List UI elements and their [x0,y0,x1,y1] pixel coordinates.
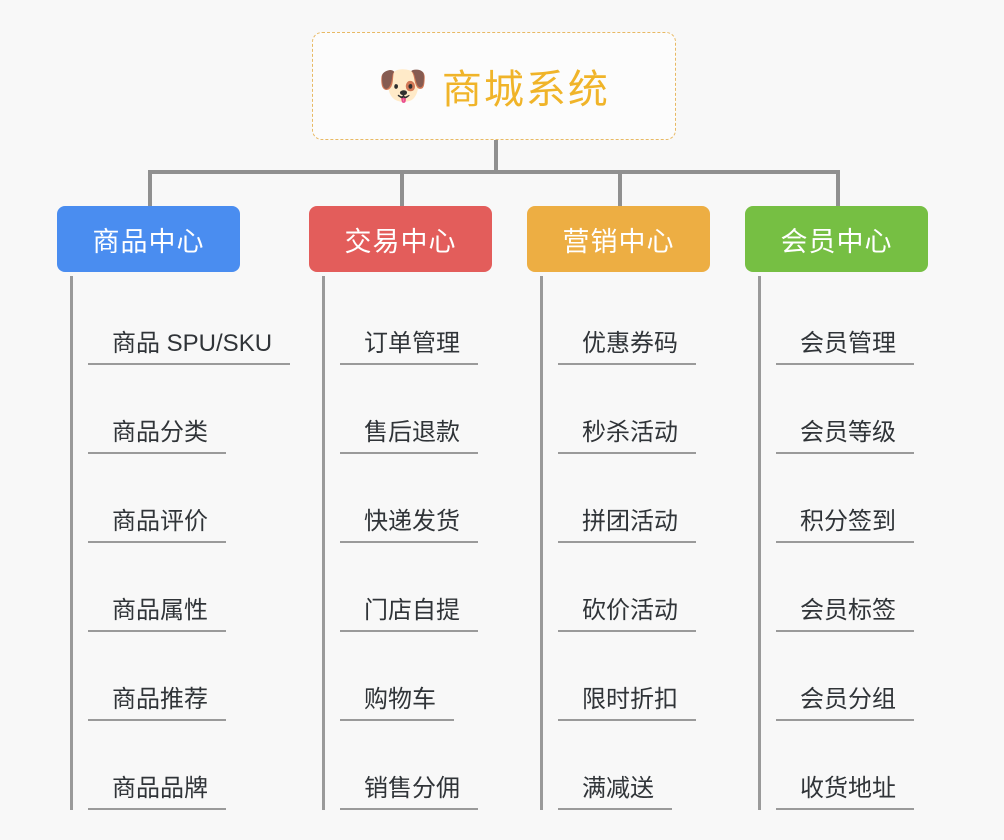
leaf-label: 销售分佣 [364,775,460,802]
category-label-product-center: 商品中心 [92,226,205,257]
leaf-label: 商品品牌 [112,775,208,802]
branch-spine-product-center [70,276,73,810]
list-item[interactable]: 拼团活动 [540,454,696,543]
list-item[interactable]: 会员等级 [758,365,914,454]
leaf-label: 秒杀活动 [582,419,678,446]
leaf-label: 收货地址 [800,775,896,802]
list-item[interactable]: 门店自提 [322,543,478,632]
leaf-label: 商品分类 [112,419,208,446]
leaf-label: 商品推荐 [112,686,208,713]
branch-member-center: 会员管理 会员等级 积分签到 会员标签 会员分组 收货地址 [758,276,914,810]
branch-drop-line-3 [618,170,622,206]
branch-product-center: 商品 SPU/SKU 商品分类 商品评价 商品属性 商品推荐 商品品牌 [70,276,291,810]
root-stem-line [494,140,498,172]
list-item[interactable]: 商品品牌 [70,721,290,810]
list-item[interactable]: 秒杀活动 [540,365,696,454]
list-item[interactable]: 商品分类 [70,365,290,454]
leaf-label: 积分签到 [800,508,896,535]
category-label-marketing-center: 营销中心 [562,226,675,257]
branch-trade-center: 订单管理 售后退款 快递发货 门店自提 购物车 销售分佣 [322,276,478,810]
list-item[interactable]: 商品推荐 [70,632,290,721]
leaf-label: 门店自提 [364,597,460,624]
branch-drop-line-2 [400,170,404,206]
list-item[interactable]: 订单管理 [322,276,478,365]
leaf-label: 会员分组 [800,686,896,713]
category-box-member-center[interactable]: 会员中心 [745,206,928,272]
list-item[interactable]: 快递发货 [322,454,478,543]
leaf-label: 满减送 [582,775,654,802]
leaf-label: 商品属性 [112,597,208,624]
list-item[interactable]: 积分签到 [758,454,914,543]
leaf-label: 拼团活动 [582,508,678,535]
leaf-label: 商品 SPU/SKU [112,330,273,357]
branch-spine-trade-center [322,276,325,810]
branch-spine-marketing-center [540,276,543,810]
list-item[interactable]: 售后退款 [322,365,478,454]
leaf-label: 砍价活动 [582,597,678,624]
root-title: 商城系统 [441,68,610,112]
leaf-label: 限时折扣 [582,686,678,713]
list-item[interactable]: 满减送 [540,721,696,810]
leaf-label: 快递发货 [364,508,460,535]
list-item[interactable]: 商品评价 [70,454,290,543]
branch-drop-line-4 [836,170,840,206]
list-item[interactable]: 会员分组 [758,632,914,721]
list-item[interactable]: 收货地址 [758,721,914,810]
category-box-marketing-center[interactable]: 营销中心 [527,206,710,272]
list-item[interactable]: 商品 SPU/SKU [70,276,291,365]
branch-drop-line-1 [148,170,152,206]
list-item[interactable]: 砍价活动 [540,543,696,632]
leaf-label: 优惠券码 [582,330,678,357]
list-item[interactable]: 购物车 [322,632,478,721]
leaf-label: 订单管理 [364,330,460,357]
branch-marketing-center: 优惠券码 秒杀活动 拼团活动 砍价活动 限时折扣 满减送 [540,276,696,810]
list-item[interactable]: 商品属性 [70,543,290,632]
leaf-label: 售后退款 [364,419,460,446]
category-box-trade-center[interactable]: 交易中心 [309,206,492,272]
category-label-trade-center: 交易中心 [344,226,457,257]
list-item[interactable]: 优惠券码 [540,276,696,365]
leaf-label: 会员标签 [800,597,896,624]
root-node[interactable]: 🐶 商城系统 [312,32,676,140]
trunk-line [148,170,840,174]
leaf-label: 会员管理 [800,330,896,357]
category-label-member-center: 会员中心 [780,226,893,257]
leaf-label: 会员等级 [800,419,896,446]
list-item[interactable]: 销售分佣 [322,721,478,810]
dog-face-icon: 🐶 [378,64,428,108]
leaf-label: 商品评价 [112,508,208,535]
branch-spine-member-center [758,276,761,810]
list-item[interactable]: 会员标签 [758,543,914,632]
list-item[interactable]: 会员管理 [758,276,914,365]
list-item[interactable]: 限时折扣 [540,632,696,721]
category-box-product-center[interactable]: 商品中心 [57,206,240,272]
leaf-label: 购物车 [364,686,436,713]
